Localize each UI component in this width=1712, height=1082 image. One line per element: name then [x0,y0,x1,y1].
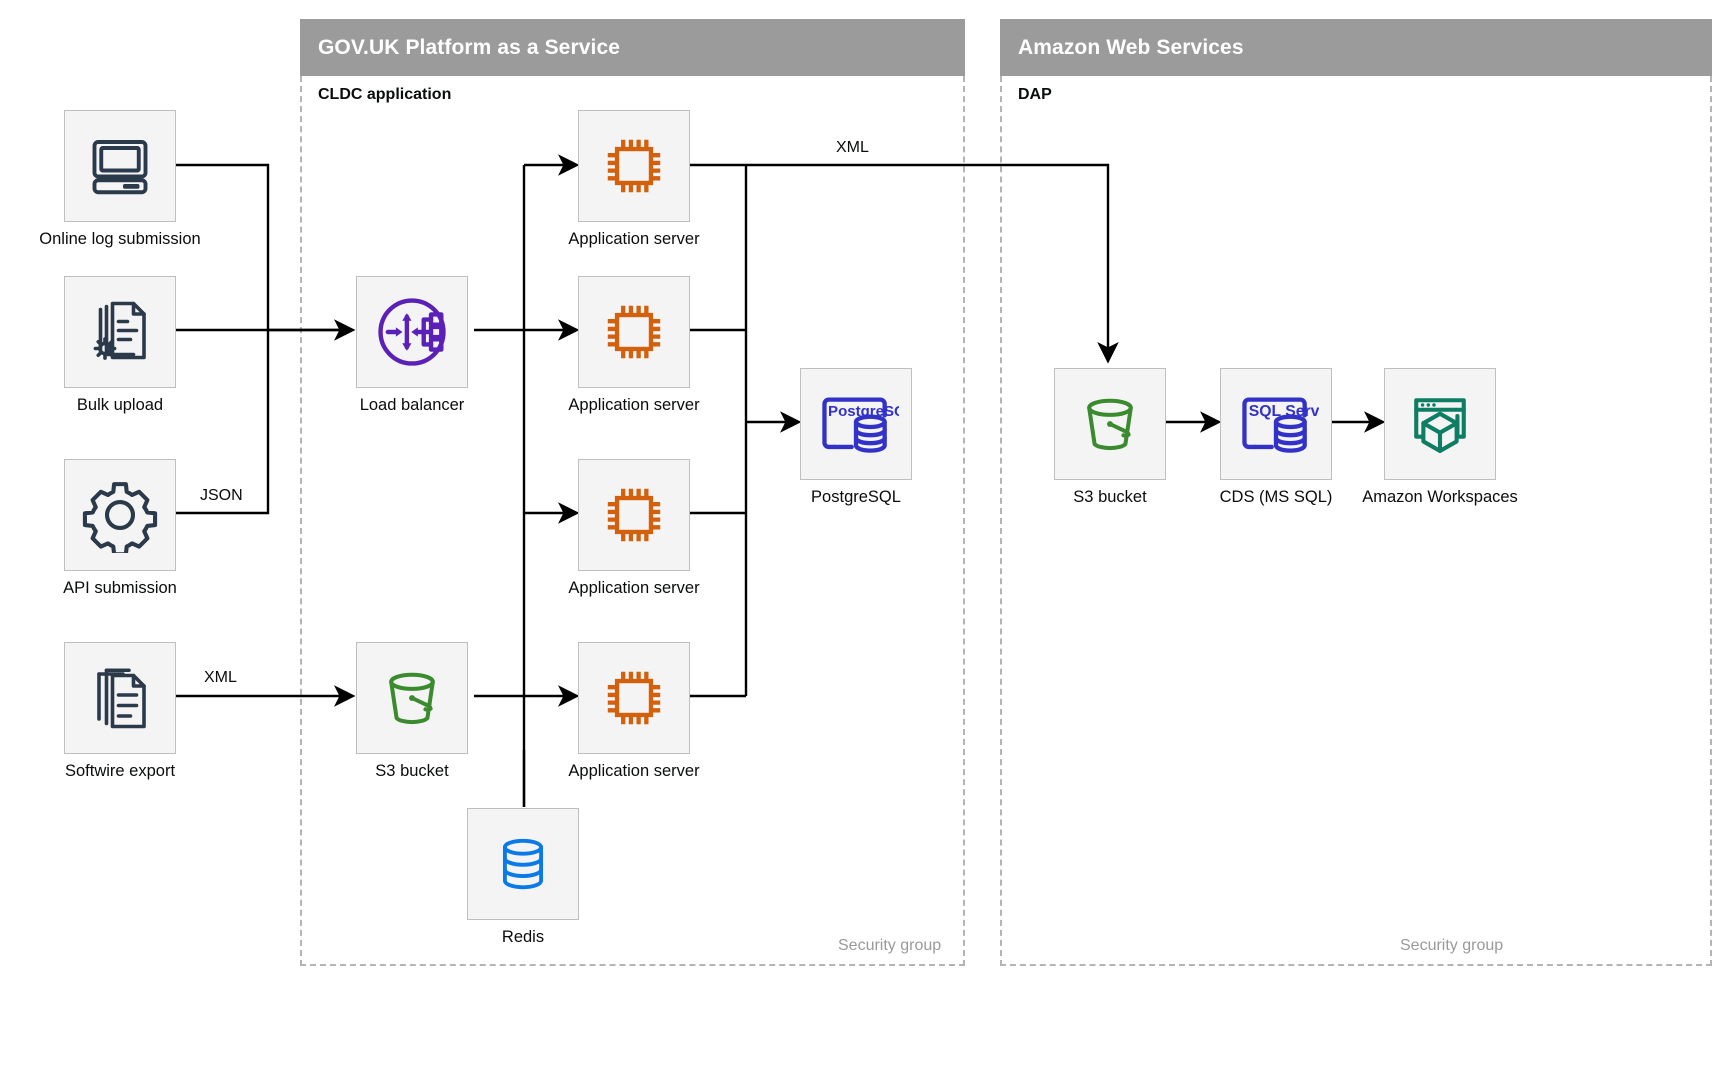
node-app-server-3-box [578,459,690,571]
node-load-balancer-box [356,276,468,388]
node-app-server-2[interactable]: Application server [568,276,700,414]
node-bulk-upload-label: Bulk upload [76,396,164,414]
node-amazon-workspaces-box [1384,368,1496,480]
node-cds-ms-sql-label: CDS (MS SQL) [1219,488,1333,506]
node-app-server-2-box [578,276,690,388]
edge-label-xml-top: XML [832,139,873,157]
cpu-chip-icon [607,139,661,193]
node-aws-s3-bucket-label: S3 bucket [1073,488,1147,506]
node-redis-box [467,808,579,920]
group-header-aws: Amazon Web Services [1000,19,1712,76]
sql-server-icon: SQL Server [1242,397,1319,453]
cpu-chip-icon [607,671,661,725]
node-app-server-3-label: Application server [568,579,700,597]
node-load-balancer[interactable]: Load balancer [356,276,468,414]
node-paas-s3-bucket[interactable]: S3 bucket [356,642,468,780]
node-paas-s3-bucket-label: S3 bucket [375,762,449,780]
node-bulk-upload-box [64,276,176,388]
node-app-server-1[interactable]: Application server [568,110,700,248]
node-app-server-4[interactable]: Application server [568,642,700,780]
node-app-server-2-label: Application server [568,396,700,414]
node-api-submission[interactable]: API submission [63,459,177,597]
node-bulk-upload[interactable]: Bulk upload [64,276,176,414]
svg-text:PostgreSQL: PostgreSQL [828,403,899,420]
cpu-chip-icon [607,305,661,359]
document-gear-icon [93,301,146,360]
node-load-balancer-label: Load balancer [359,396,465,414]
node-cds-ms-sql-box: SQL Server [1220,368,1332,480]
edge-label-json: JSON [196,487,247,505]
security-group-aws-title: DAP [1018,86,1052,103]
group-header-aws-label: Amazon Web Services [1018,35,1244,59]
svg-text:SQL Server: SQL Server [1249,403,1319,420]
gear-icon [82,482,158,553]
node-postgresql-box: PostgreSQL [800,368,912,480]
node-softwire-export-box [64,642,176,754]
amazon-workspaces-icon [1414,398,1466,453]
node-aws-s3-bucket[interactable]: S3 bucket [1054,368,1166,506]
security-group-aws-footer: Security group [1400,937,1504,954]
node-amazon-workspaces[interactable]: Amazon Workspaces [1362,368,1518,506]
cpu-chip-icon [607,488,661,542]
node-online-log-submission-label: Online log submission [39,230,201,248]
edge-label-xml-left: XML [200,669,241,687]
documents-stack-icon [97,668,146,729]
node-api-submission-box [64,459,176,571]
security-group-aws [1000,76,1712,966]
s3-bucket-icon [1087,398,1133,451]
node-app-server-1-box [578,110,690,222]
security-group-paas-footer: Security group [838,937,942,954]
node-softwire-export-label: Softwire export [64,762,176,780]
group-header-paas: GOV.UK Platform as a Service [300,19,965,76]
node-redis[interactable]: Redis [467,808,579,946]
node-api-submission-label: API submission [63,579,177,597]
node-aws-s3-bucket-box [1054,368,1166,480]
node-app-server-4-box [578,642,690,754]
node-online-log-submission-box [64,110,176,222]
node-paas-s3-bucket-box [356,642,468,754]
node-postgresql-label: PostgreSQL [811,488,901,506]
security-group-paas-title: CLDC application [318,86,452,103]
node-redis-label: Redis [501,928,545,946]
desktop-computer-icon [92,140,148,195]
node-softwire-export[interactable]: Softwire export [64,642,176,780]
node-app-server-1-label: Application server [568,230,700,248]
s3-bucket-icon [389,672,435,725]
node-app-server-4-label: Application server [568,762,700,780]
node-postgresql[interactable]: PostgreSQL PostgreSQL [800,368,912,506]
postgresql-icon: PostgreSQL [822,397,899,453]
group-header-paas-label: GOV.UK Platform as a Service [318,35,620,59]
node-app-server-3[interactable]: Application server [568,459,700,597]
node-online-log-submission[interactable]: Online log submission [39,110,201,248]
node-cds-ms-sql[interactable]: SQL Server CDS (MS SQL) [1220,368,1332,506]
node-amazon-workspaces-label: Amazon Workspaces [1362,488,1518,506]
redis-database-icon [502,838,544,890]
security-group-paas [300,76,965,966]
load-balancer-icon [378,298,446,366]
